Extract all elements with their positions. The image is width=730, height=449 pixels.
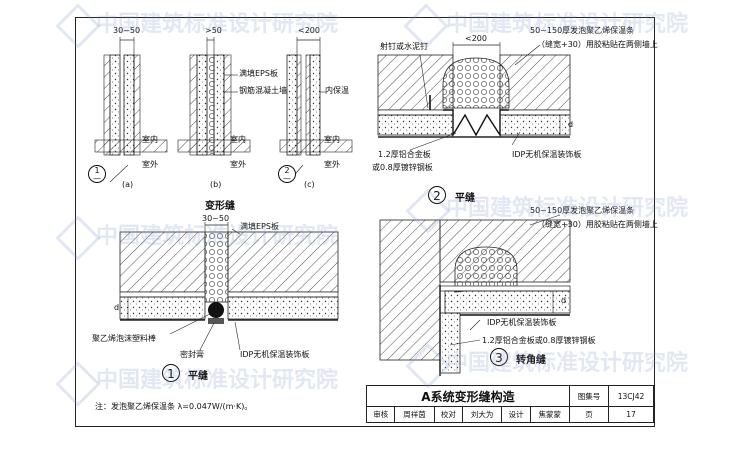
design-name: 焦蒙蒙 [529, 406, 570, 423]
detail-1-idp: IDP无机保温装饰板 [240, 350, 310, 359]
detail-2-strip: 50~150厚发泡聚乙烯保温条 [530, 26, 635, 35]
fig-b-drawing [177, 37, 251, 156]
atlas-label: 图集号 [568, 385, 610, 407]
fig-a-ref-sub: — [93, 174, 101, 183]
fig-c-insulation: 内保温 [325, 86, 349, 95]
detail-2-caption: 平缝 [455, 193, 475, 204]
detail-1-d: d [114, 303, 120, 312]
fig-a-ref-circle: 1 — [88, 165, 106, 183]
detail-3-plate: 1.2厚铝合金板或0.8厚镀锌钢板 [482, 336, 596, 345]
detail-2-plate: 1.2厚铝合金板 [378, 150, 431, 159]
drawing-title: A系统变形缝构造 [366, 385, 570, 407]
detail-2-strip2: （缝宽+30）用胶粘贴在两侧墙上 [537, 40, 658, 49]
detail-2-plate2: 或0.8厚镀锌钢板 [372, 163, 433, 172]
drawing-frame [75, 17, 655, 427]
detail-1-rod: 聚乙烯泡沫塑料棒 [92, 334, 156, 343]
fig-c-indoor: 室内 [324, 135, 340, 144]
fig-a-outdoor: 室外 [142, 160, 158, 169]
check-name: 刘大为 [462, 406, 503, 423]
fig-c-outdoor: 室外 [324, 160, 340, 169]
section-title: 变形缝 [205, 201, 235, 212]
check-label: 校对 [433, 406, 464, 423]
fig-b-fill-eps: 满填EPS板 [239, 69, 278, 78]
detail-2-num: 2 [428, 186, 446, 204]
detail-1-dim: 30~50 [202, 214, 230, 223]
review-label: 审核 [365, 406, 396, 423]
detail-2-d: d [568, 120, 574, 129]
fig-b-outdoor: 室外 [230, 160, 246, 169]
detail-3-caption: 转角缝 [516, 355, 546, 366]
detail-1-caption: 平缝 [188, 371, 208, 382]
note: 注：发泡聚乙烯保温条 λ=0.047W/(m·K)。 [95, 402, 253, 411]
fig-c-dim: <200 [298, 26, 320, 35]
detail-2-idp: IDP无机保温装饰板 [512, 150, 582, 159]
fig-a-indoor: 室内 [142, 135, 158, 144]
fig-a-dim: 30~50 [113, 26, 141, 35]
fig-b-dim: >50 [205, 26, 222, 35]
page-label: 页 [568, 406, 610, 423]
fig-c-drawing [279, 37, 353, 181]
fig-c-label: (c) [304, 180, 315, 189]
fig-c-ref-sub: — [283, 174, 291, 183]
fig-b-wall: 钢筋混凝土墙 [239, 86, 287, 95]
detail-1-sealant: 密封膏 [180, 350, 204, 359]
detail-2-drawing [377, 42, 571, 151]
atlas-number: 13CJ42 [608, 385, 654, 407]
detail-3-strip2: （缝宽+30）用胶粘贴在两侧墙上 [537, 220, 658, 229]
detail-3-strip: 50~150厚发泡聚乙烯保温条 [530, 206, 635, 215]
detail-2-nail: 射钉或水泥钉 [380, 42, 428, 51]
detail-3-d: d [561, 296, 567, 305]
design-label: 设计 [501, 406, 531, 423]
fig-a-label: (a) [122, 180, 134, 189]
title-block: A系统变形缝构造 图集号 13CJ42 审核 周祥茵 校对 刘大为 设计 焦蒙蒙… [365, 385, 654, 423]
detail-3-idp: IDP无机保温装饰板 [487, 318, 557, 327]
detail-1-fill-eps: 满填EPS板 [240, 222, 279, 231]
fig-c-ref-num: 2 [284, 166, 290, 175]
fig-b-label: (b) [210, 180, 222, 189]
page-number: 17 [608, 406, 654, 423]
detail-2-dim: <200 [465, 34, 487, 43]
fig-b-indoor: 室内 [230, 135, 246, 144]
review-name: 周祥茵 [394, 406, 435, 423]
detail-1-drawing [119, 222, 339, 351]
detail-3-drawing [379, 214, 571, 376]
detail-3-num: 3 [490, 348, 508, 366]
fig-a-drawing [94, 37, 168, 183]
detail-1-num: 1 [162, 364, 180, 382]
fig-a-ref-num: 1 [94, 166, 100, 175]
fig-c-ref-circle: 2 — [278, 165, 296, 183]
